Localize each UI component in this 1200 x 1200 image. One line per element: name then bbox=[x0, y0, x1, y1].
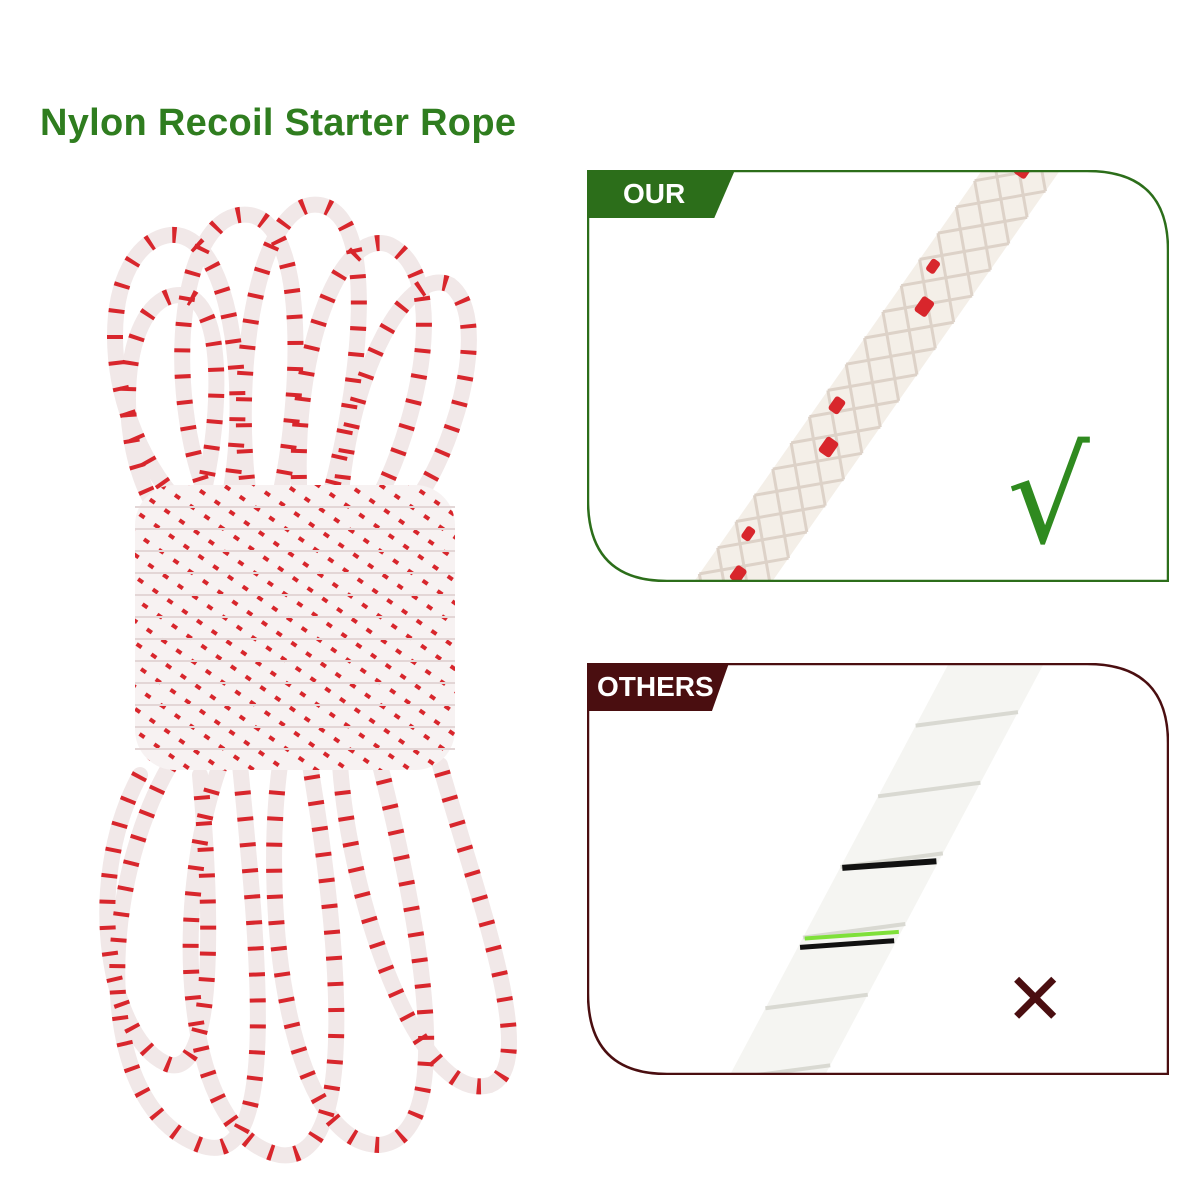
our-label-tag: OUR bbox=[587, 170, 735, 218]
others-label: OTHERS bbox=[597, 671, 714, 702]
others-label-tag: OTHERS bbox=[587, 663, 729, 711]
others-comparison-panel: OTHERS ✕ bbox=[587, 663, 1169, 1075]
rope-coil-image bbox=[60, 185, 560, 1185]
checkmark-icon: √ bbox=[1007, 421, 1090, 573]
our-comparison-panel: OUR √ bbox=[587, 170, 1169, 582]
page-title: Nylon Recoil Starter Rope bbox=[40, 102, 517, 144]
our-label: OUR bbox=[623, 178, 686, 209]
cross-icon: ✕ bbox=[1005, 957, 1066, 1041]
